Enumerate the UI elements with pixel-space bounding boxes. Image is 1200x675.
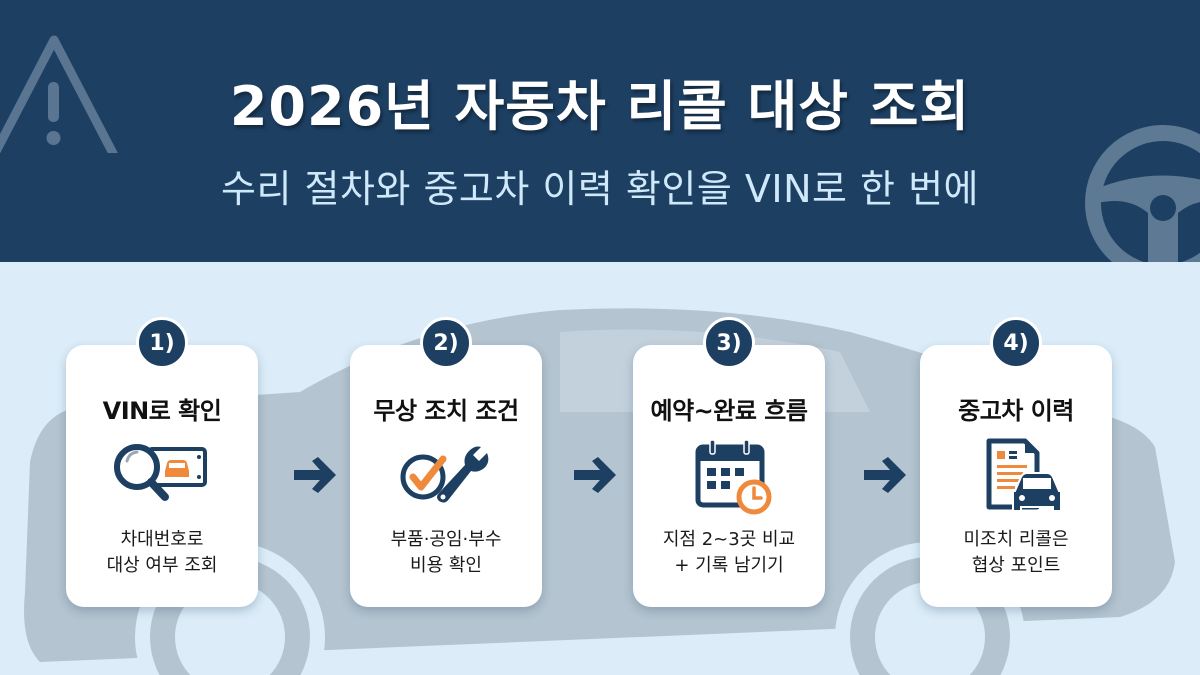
desc-line: 지점 2~3곳 비교: [662, 529, 796, 550]
desc-line: + 기록 남기기: [674, 555, 784, 576]
step-description: 차대번호로 대상 여부 조회: [66, 527, 258, 579]
arrow-right-icon: [864, 457, 906, 493]
step-number-badge: 4): [990, 317, 1042, 369]
step-card-1: 1) VIN로 확인 차대번호로 대상 여부 조회: [66, 317, 258, 607]
step-card-4: 4) 중고차 이력 미조치 리콜은 협상 포인트: [920, 317, 1112, 607]
page-title: 2026년 자동차 리콜 대상 조회: [229, 75, 971, 138]
desc-line: 차대번호로: [120, 529, 204, 550]
step-number-badge: 1): [136, 317, 188, 369]
arrow-right-icon: [574, 457, 616, 493]
step-description: 지점 2~3곳 비교 + 기록 남기기: [633, 527, 825, 579]
page-subtitle: 수리 절차와 중고차 이력 확인을 VIN로 한 번에: [220, 167, 979, 211]
desc-line: 미조치 리콜은: [963, 529, 1069, 550]
desc-line: 부품·공임·부수: [390, 529, 502, 550]
arrow-right-icon: [294, 457, 336, 493]
step-card-2: 2) 무상 조치 조건 부품·공임·부수 비용 확인: [350, 317, 542, 607]
desc-line: 비용 확인: [410, 555, 482, 576]
document-car-icon: [986, 438, 1062, 512]
warning-triangle-icon: [0, 35, 118, 153]
header-banner: 2026년 자동차 리콜 대상 조회 수리 절차와 중고차 이력 확인을 VIN…: [0, 0, 1200, 262]
desc-line: 대상 여부 조회: [106, 555, 218, 576]
step-title: 무상 조치 조건: [373, 397, 519, 425]
step-description: 부품·공임·부수 비용 확인: [350, 527, 542, 579]
step-number-badge: 2): [420, 317, 472, 369]
step-title: 중고차 이력: [958, 397, 1074, 425]
check-wrench-icon: [400, 446, 489, 503]
step-description: 미조치 리콜은 협상 포인트: [920, 527, 1112, 579]
magnifier-vin-plate-icon: [114, 444, 207, 501]
desc-line: 협상 포인트: [971, 555, 1061, 576]
calendar-clock-icon: [695, 439, 772, 515]
step-title: VIN로 확인: [102, 397, 222, 425]
step-number-badge: 3): [703, 317, 755, 369]
step-title: 예약~완료 흐름: [650, 397, 808, 425]
step-card-3: 3) 예약~완료 흐름 지점 2~3곳 비교 + 기록 남기기: [633, 317, 825, 607]
steering-wheel-icon: [1085, 125, 1200, 262]
